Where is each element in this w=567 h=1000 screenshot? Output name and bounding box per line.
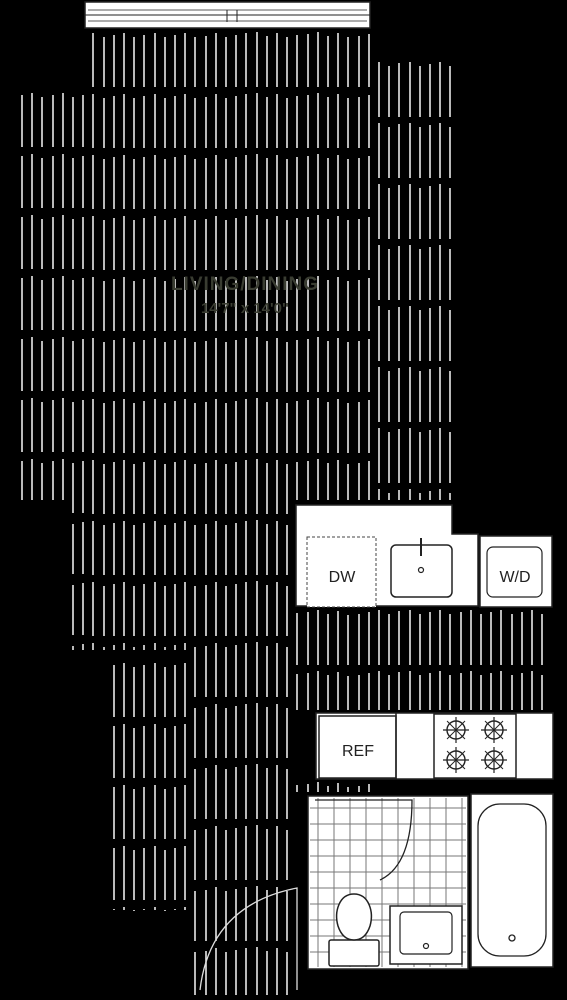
room-dimensions: 14'7" x 14'0"	[201, 300, 289, 317]
bathroom	[307, 793, 554, 970]
room-name-living-dining: LIVING/DINING	[171, 274, 319, 295]
kitchen-counter-lower: REF	[315, 712, 554, 780]
hardwood-floor-pattern	[21, 32, 543, 995]
washer-dryer: W/D	[479, 535, 553, 608]
sink-drain-icon	[417, 566, 425, 574]
washer-dryer-label: W/D	[499, 569, 530, 586]
burner-grates-icon	[443, 717, 507, 773]
refrigerator	[318, 715, 397, 779]
vanity-drain-icon	[422, 942, 430, 950]
tub-drain-icon	[508, 934, 516, 942]
cooktop	[433, 713, 517, 779]
window	[84, 1, 371, 29]
toilet	[328, 893, 380, 967]
entry-door-swing	[199, 887, 298, 991]
bathroom-door-swing	[315, 799, 413, 881]
kitchen-counter-upper: DW	[295, 504, 479, 608]
dishwasher-label: DW	[329, 569, 357, 586]
dishwasher	[306, 536, 377, 608]
refrigerator-label: REF	[342, 743, 374, 760]
